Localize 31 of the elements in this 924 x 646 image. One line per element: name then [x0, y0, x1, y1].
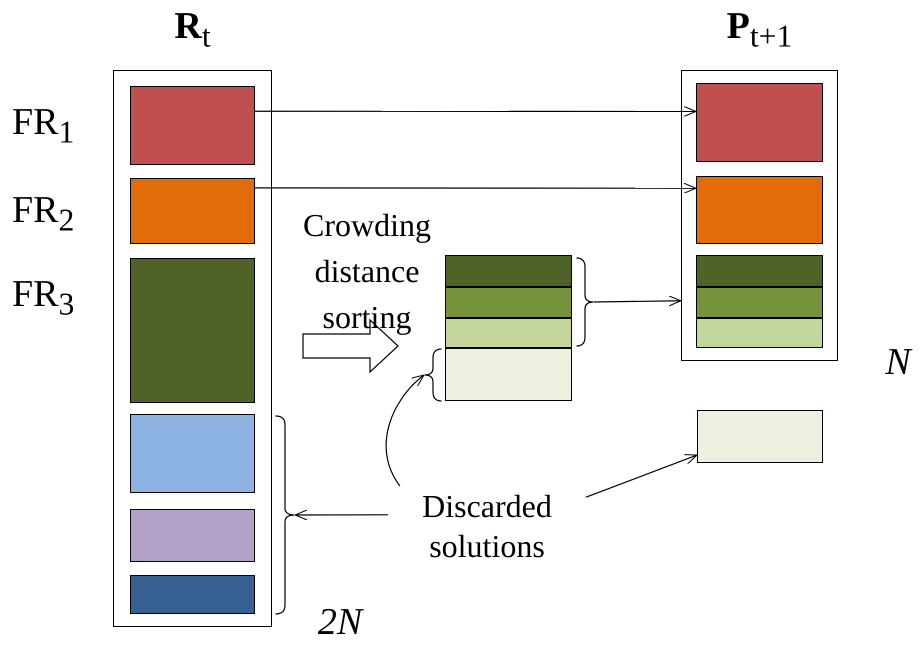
color-block: [697, 410, 823, 463]
color-block: [445, 255, 572, 287]
color-block: [696, 286, 822, 318]
color-block: [696, 318, 822, 348]
color-block: [696, 176, 822, 244]
size-label: 2N: [316, 602, 365, 642]
arrow: [586, 454, 698, 498]
population-title: P$_{t+1}$: [726, 4, 794, 55]
color-block: [445, 318, 572, 348]
size-label: N: [884, 342, 914, 382]
front-label: FR$_{3}$: [12, 272, 74, 323]
color-block: [130, 86, 254, 164]
color-block: [696, 254, 822, 286]
arrow: [386, 374, 424, 486]
arrow: [255, 106, 696, 117]
color-block: [445, 348, 572, 401]
step-label: Crowding distance sorting: [302, 206, 432, 337]
note-text: Discarded solutions: [388, 486, 586, 566]
color-block: [445, 287, 572, 318]
color-block: [130, 414, 254, 492]
color-block: [130, 508, 254, 562]
color-block: [696, 82, 822, 162]
arrow: [255, 182, 696, 194]
front-label: FR$_{1}$: [12, 100, 74, 151]
front-label: FR$_{2}$: [12, 188, 74, 239]
population-title: R$_{t}$: [173, 4, 212, 55]
color-block: [130, 178, 254, 244]
arrow: [294, 509, 388, 520]
color-block: [130, 574, 254, 614]
color-block: [130, 258, 254, 402]
arrow: [594, 295, 682, 306]
